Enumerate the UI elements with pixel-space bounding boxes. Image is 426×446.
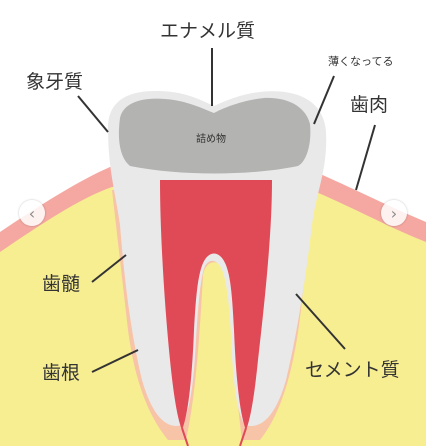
leader-root bbox=[91, 349, 139, 373]
label-enamel: エナメル質 bbox=[160, 20, 256, 42]
chevron-right-icon: › bbox=[390, 203, 398, 223]
leader-dentin bbox=[77, 95, 109, 133]
label-cementum: セメント質 bbox=[305, 359, 400, 381]
tooth-body bbox=[108, 91, 327, 426]
label-root: 歯根 bbox=[42, 362, 81, 384]
leader-thin bbox=[313, 75, 335, 125]
filling-shape bbox=[118, 97, 311, 174]
label-gum: 歯肉 bbox=[350, 94, 389, 116]
label-filling: 詰め物 bbox=[196, 134, 226, 145]
leader-pulp bbox=[91, 254, 127, 283]
label-pulp: 歯髄 bbox=[42, 273, 81, 295]
root-canal-left bbox=[181, 427, 189, 446]
bone-area bbox=[0, 187, 426, 446]
chevron-left-icon: ‹ bbox=[28, 203, 36, 223]
root-canal-right bbox=[239, 427, 247, 446]
label-thin: 薄くなってる bbox=[328, 55, 394, 68]
pulp-chamber bbox=[160, 180, 272, 430]
leader-gum bbox=[355, 124, 376, 191]
next-slide-button[interactable]: › bbox=[381, 200, 407, 226]
prev-slide-button[interactable]: ‹ bbox=[19, 200, 45, 226]
leader-cementum bbox=[295, 293, 346, 350]
label-dentin: 象牙質 bbox=[26, 71, 84, 93]
